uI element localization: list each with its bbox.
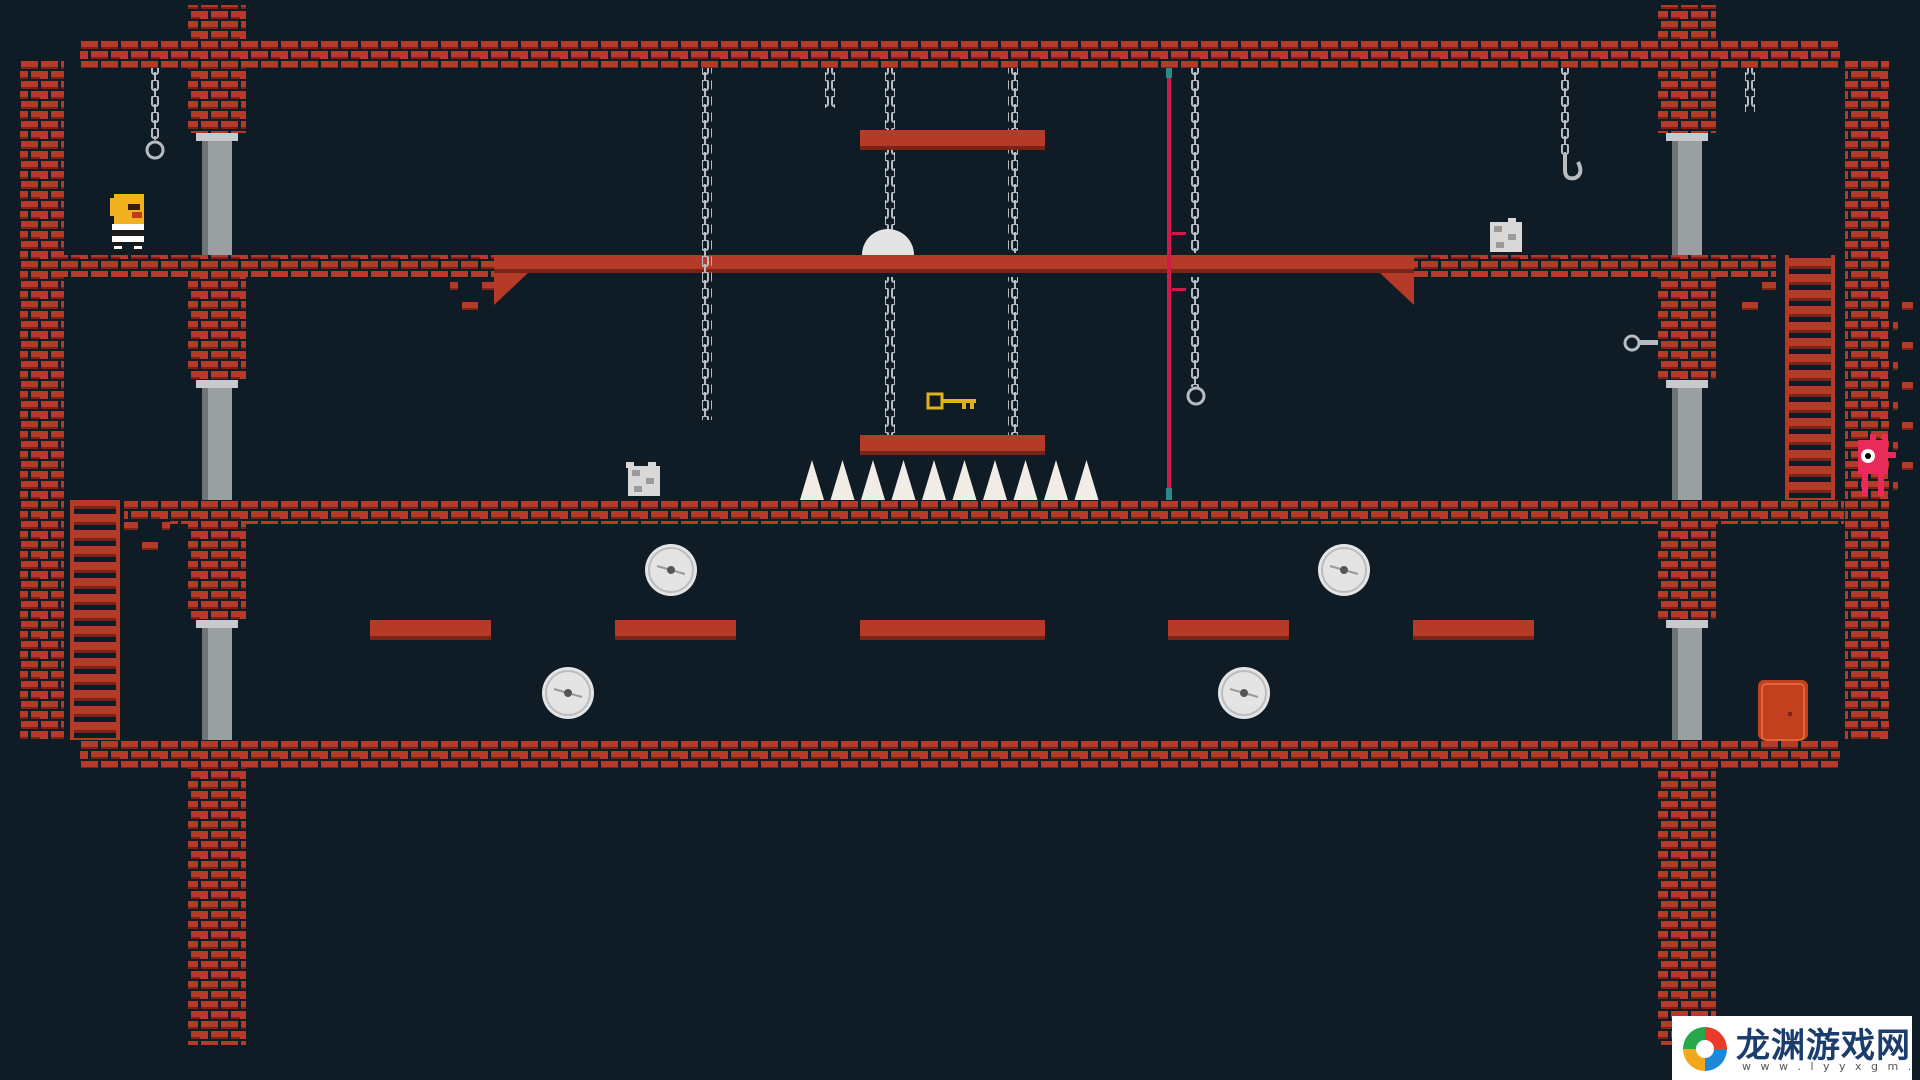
outer-walls	[20, 40, 1913, 768]
ladder-lower-left[interactable]	[70, 500, 120, 740]
floating-platform	[1413, 620, 1534, 640]
column-right-low	[1658, 505, 1716, 620]
column-right-base	[1658, 745, 1716, 1045]
stone-pillars	[196, 133, 1708, 740]
right-wall	[1845, 60, 1889, 740]
pink-guard-creature-icon	[1858, 434, 1896, 496]
middle-floor	[124, 500, 1844, 524]
bottom-wall	[80, 740, 1840, 768]
floors	[64, 255, 1844, 556]
site-watermark: 龙渊游戏网 w w w . l y y x g m . c o m	[1672, 1016, 1920, 1080]
chain-hook	[1560, 68, 1570, 158]
bridge-bracket-left	[494, 273, 528, 305]
half-saw-blade-icon	[862, 229, 914, 255]
spike	[952, 460, 977, 500]
chain-cage-right-top	[1008, 68, 1018, 253]
prisoner-character-icon[interactable]	[110, 194, 144, 252]
chain-laser-side-top	[1191, 68, 1201, 253]
laser-beam-icon	[1166, 68, 1186, 500]
spike	[800, 460, 824, 500]
circular-saw-blade-icon	[1318, 544, 1370, 596]
column-left-low	[188, 505, 246, 620]
brick-columns	[188, 5, 1716, 1045]
upper-floor-bridge	[494, 255, 1414, 273]
left-wall	[20, 60, 64, 740]
wall-ring-icon	[1623, 334, 1641, 352]
saws	[542, 544, 1370, 719]
pillar-left-1	[196, 133, 238, 255]
right-wall-outer	[1893, 300, 1913, 500]
stone-block-icon[interactable]	[1490, 218, 1522, 252]
circular-saw-blade-icon	[645, 544, 697, 596]
pillar-right-1	[1666, 133, 1708, 255]
chains	[145, 68, 1755, 435]
spike	[1044, 460, 1068, 500]
ladder-upper-right[interactable]	[1785, 255, 1835, 500]
chain-ring-icon	[1186, 386, 1206, 406]
chain-ring-icon	[145, 140, 165, 160]
column-left-base	[188, 745, 246, 1045]
spike	[922, 460, 946, 500]
pillar-right-3	[1666, 620, 1708, 740]
spike	[983, 460, 1007, 500]
floating-platform	[1168, 620, 1289, 640]
hanging-hook-icon	[1563, 155, 1583, 181]
chain-cage-right-bottom	[1008, 277, 1018, 435]
floating-platforms	[370, 620, 1534, 640]
cage-bottom-platform	[860, 435, 1045, 455]
pillar-left-2	[196, 380, 238, 505]
chain-cage-left-bottom	[885, 277, 895, 435]
exit-door-icon[interactable]	[1758, 680, 1808, 741]
upper-floor-right	[1414, 255, 1776, 277]
bridge-bracket-right	[1380, 273, 1414, 305]
chain-cage-left-top	[885, 68, 895, 253]
chain-middle-left	[702, 68, 712, 420]
chain-laser-side-bottom	[1191, 277, 1201, 387]
wall-ring-mount	[1638, 340, 1658, 345]
column-right-top	[1658, 5, 1716, 133]
floating-platform	[860, 620, 1045, 640]
column-left-top	[188, 5, 246, 133]
ladders	[70, 255, 1835, 740]
cage-top-platform	[860, 130, 1045, 150]
stone-block-icon[interactable]	[626, 462, 660, 496]
pillar-right-2	[1666, 380, 1708, 505]
floor-spikes-icon	[800, 460, 1099, 500]
cage-platforms	[860, 130, 1045, 455]
spike	[830, 460, 855, 500]
middle-floor-left-stub	[124, 520, 170, 556]
upper-floor-bridge-edge	[494, 269, 1414, 273]
chain-left-short	[150, 68, 160, 140]
upper-left-stub	[450, 277, 494, 311]
watermark-title: 龙渊游戏网	[1736, 1026, 1911, 1066]
chain-stub-2	[1745, 68, 1755, 112]
spike	[1074, 460, 1099, 500]
watermark-url: w w w . l y y x g m . c o m	[1742, 1060, 1920, 1073]
floating-platform	[615, 620, 736, 640]
upper-right-stub	[1740, 277, 1776, 311]
spike	[861, 460, 885, 500]
upper-floor-left	[64, 255, 494, 277]
golden-key-icon[interactable]	[926, 392, 976, 410]
top-wall	[80, 40, 1840, 68]
chain-stub-1	[825, 68, 835, 108]
pillar-left-3	[196, 620, 238, 740]
spike	[1013, 460, 1038, 500]
floating-platform	[370, 620, 491, 640]
spike	[891, 460, 916, 500]
lyyxgm-logo-icon	[1683, 1027, 1727, 1071]
circular-saw-blade-icon	[542, 667, 594, 719]
circular-saw-blade-icon	[1218, 667, 1270, 719]
